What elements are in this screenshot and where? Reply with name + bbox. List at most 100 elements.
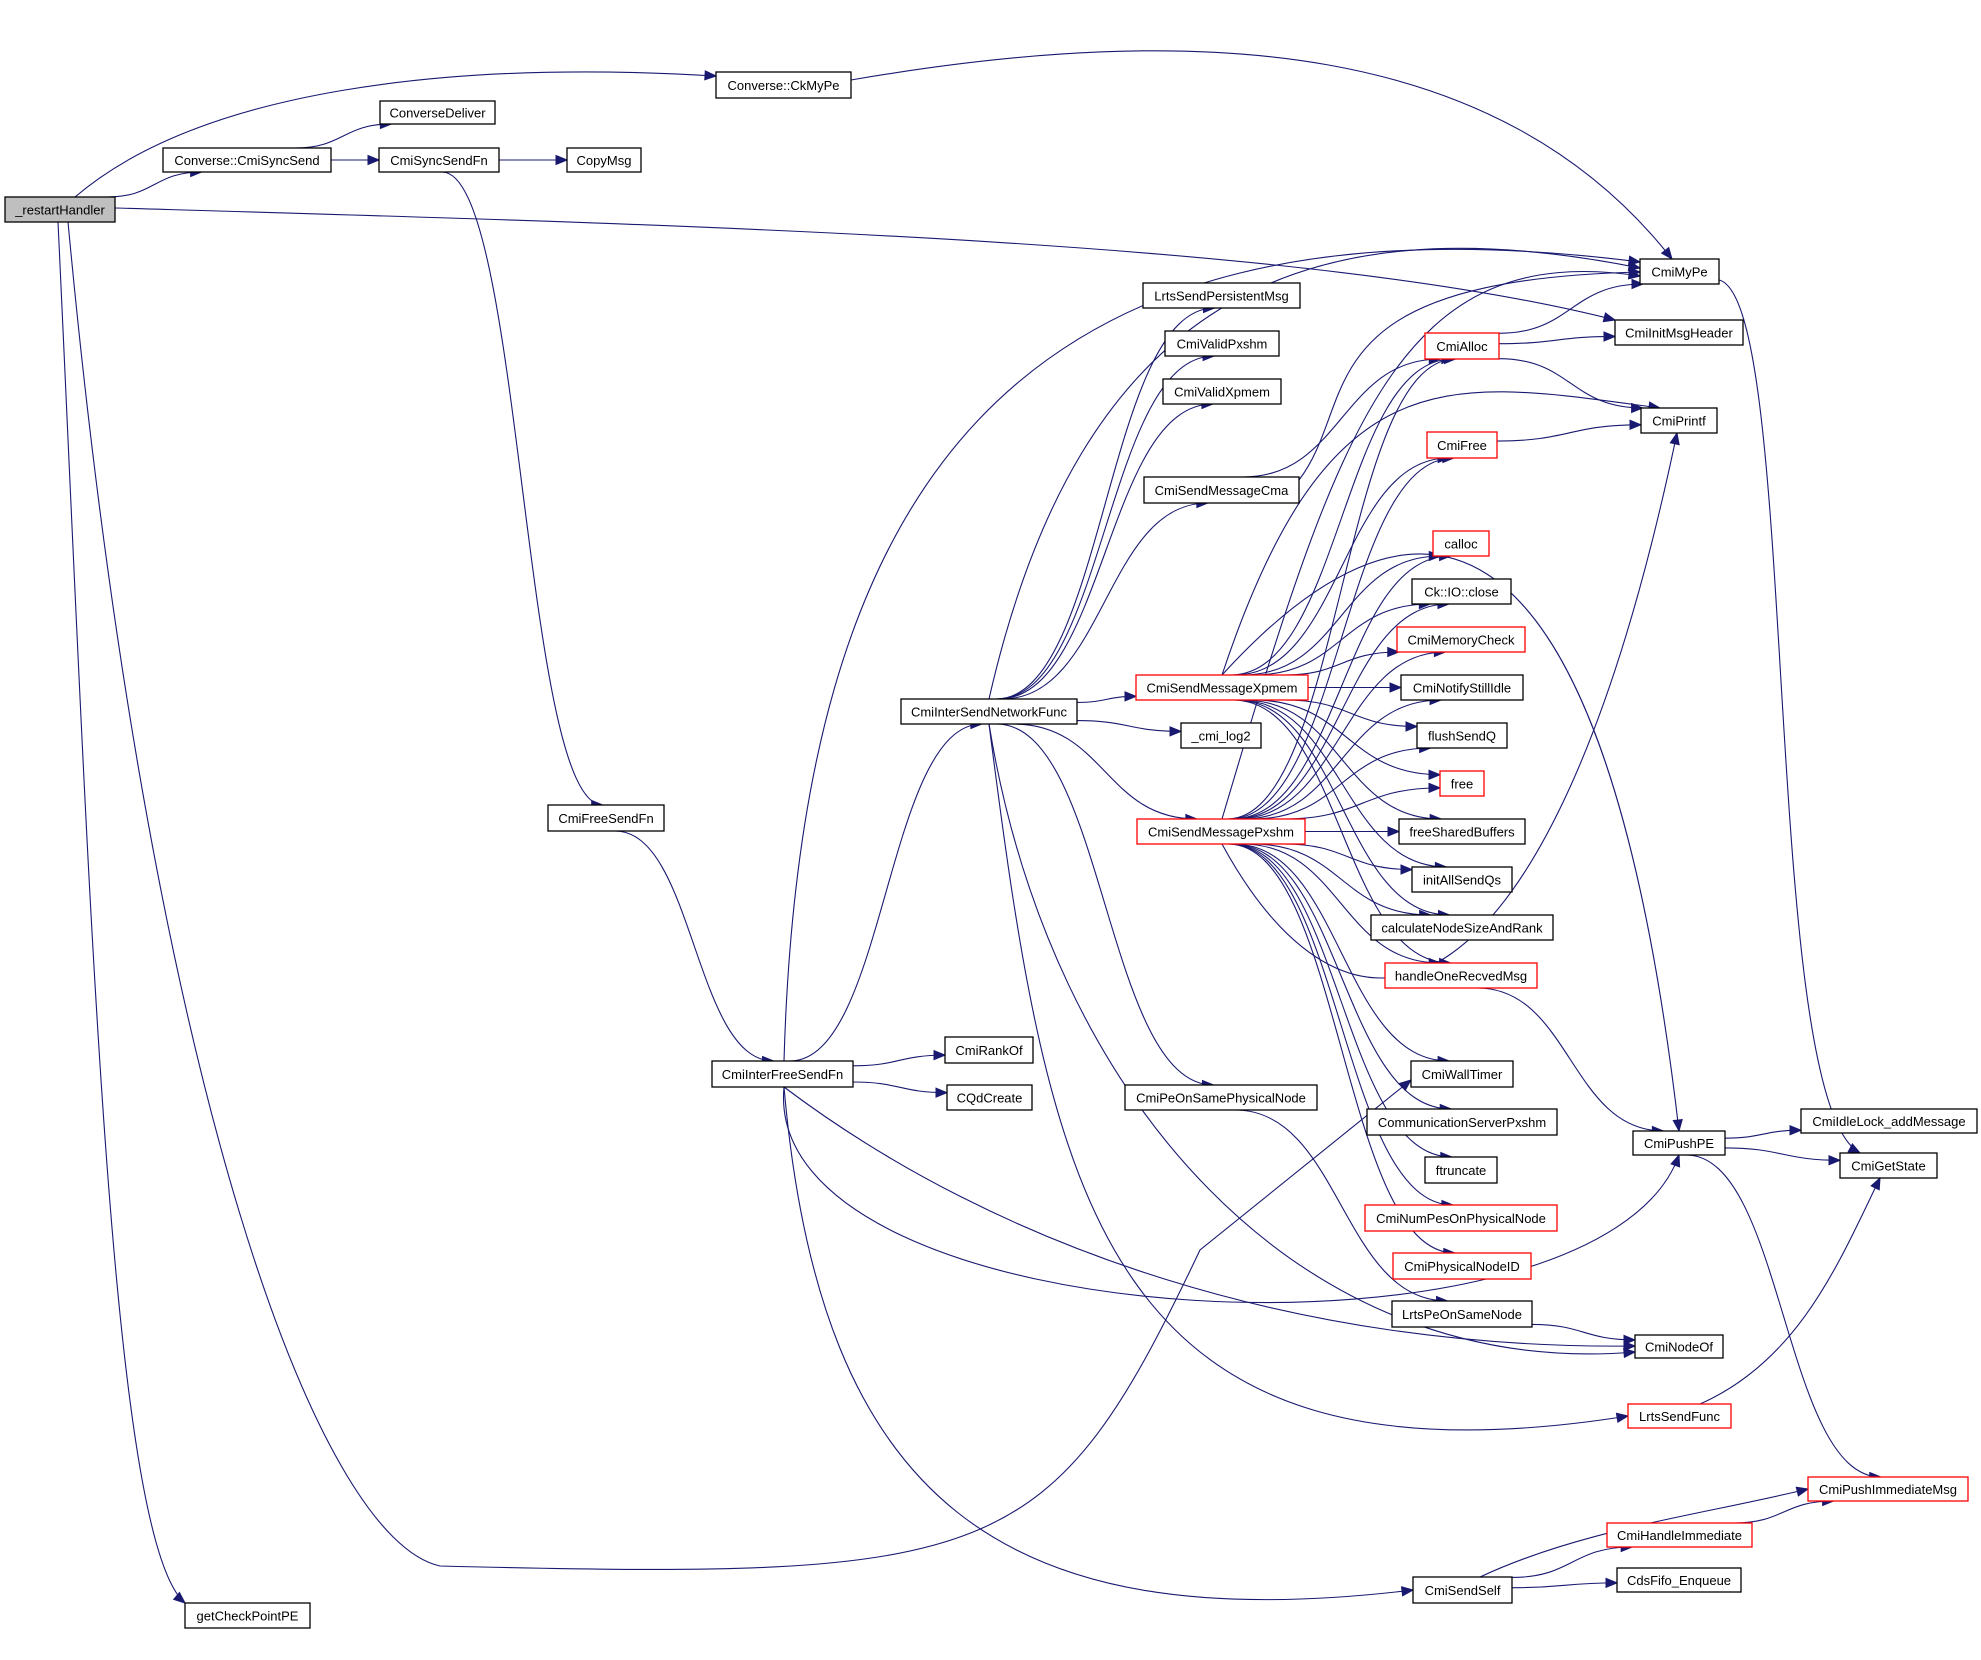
node-box[interactable] (1839, 1152, 1938, 1179)
node-copyMsg[interactable]: CopyMsg (566, 147, 642, 173)
node-box[interactable] (1143, 476, 1300, 504)
node-cqdCreate[interactable]: CQdCreate (946, 1084, 1033, 1111)
node-cmiPeOnSamePhysicalNode[interactable]: CmiPeOnSamePhysicalNode (1124, 1084, 1318, 1111)
node-freeSharedBuffers[interactable]: freeSharedBuffers (1398, 818, 1526, 845)
node-lrtsSendFunc[interactable]: LrtsSendFunc (1627, 1403, 1732, 1429)
node-cmiLog2[interactable]: _cmi_log2 (1180, 722, 1262, 749)
node-cmiFreeSendFn[interactable]: CmiFreeSendFn (547, 804, 665, 832)
node-cmiSendSelf[interactable]: CmiSendSelf (1412, 1576, 1513, 1604)
node-cmiValidXpmem[interactable]: CmiValidXpmem (1162, 378, 1282, 405)
node-box[interactable] (566, 147, 642, 173)
node-cmiNumPesOnPhysicalNode[interactable]: CmiNumPesOnPhysicalNode (1364, 1204, 1558, 1232)
node-cmiPushPE[interactable]: CmiPushPE (1632, 1130, 1726, 1156)
node-box[interactable] (1396, 626, 1526, 653)
node-box[interactable] (1640, 407, 1718, 434)
node-box[interactable] (1800, 1108, 1978, 1134)
node-ckIoClose[interactable]: Ck::IO::close (1411, 578, 1512, 605)
node-box[interactable] (1426, 431, 1498, 459)
node-cmiInterSendNetworkFunc[interactable]: CmiInterSendNetworkFunc (900, 698, 1078, 725)
node-box[interactable] (1400, 674, 1524, 701)
node-cmiMemoryCheck[interactable]: CmiMemoryCheck (1396, 626, 1526, 653)
node-cmiPushImmediateMsg[interactable]: CmiPushImmediateMsg (1807, 1476, 1969, 1502)
node-box[interactable] (1432, 530, 1490, 557)
node-cmiHandleImmediate[interactable]: CmiHandleImmediate (1606, 1522, 1753, 1548)
node-box[interactable] (1391, 1300, 1533, 1328)
node-box[interactable] (1411, 578, 1512, 605)
node-communicationServerPxshm[interactable]: CommunicationServerPxshm (1366, 1108, 1558, 1136)
node-ftruncate[interactable]: ftruncate (1424, 1156, 1498, 1184)
node-cmiSyncSendFn[interactable]: CmiSyncSendFn (378, 147, 500, 173)
node-box[interactable] (547, 804, 665, 832)
node-restartHandler[interactable]: _restartHandler (4, 196, 116, 223)
node-converseDeliver[interactable]: ConverseDeliver (379, 100, 496, 125)
node-cmiRankOf[interactable]: CmiRankOf (944, 1036, 1034, 1064)
node-box[interactable] (1807, 1476, 1969, 1502)
node-box[interactable] (4, 196, 116, 223)
node-lrtsSendPersistentMsg[interactable]: LrtsSendPersistentMsg (1142, 282, 1301, 309)
node-box[interactable] (184, 1602, 311, 1629)
node-cmiSyncSend[interactable]: Converse::CmiSyncSend (162, 147, 332, 173)
node-cmiSendMessageXpmem[interactable]: CmiSendMessageXpmem (1135, 674, 1309, 701)
node-box[interactable] (715, 71, 852, 99)
node-box[interactable] (1632, 1130, 1726, 1156)
node-box[interactable] (1410, 1060, 1514, 1088)
node-box[interactable] (1366, 1108, 1558, 1136)
node-calculateNodeSizeAndRank[interactable]: calculateNodeSizeAndRank (1370, 914, 1554, 941)
node-box[interactable] (1627, 1403, 1732, 1429)
node-box[interactable] (1634, 1334, 1724, 1359)
node-box[interactable] (1412, 1576, 1513, 1604)
node-box[interactable] (944, 1036, 1034, 1064)
node-cmiAlloc[interactable]: CmiAlloc (1424, 332, 1500, 360)
node-box[interactable] (1424, 1156, 1498, 1184)
node-box[interactable] (1364, 1204, 1558, 1232)
node-box[interactable] (711, 1060, 854, 1088)
node-box[interactable] (1411, 866, 1513, 893)
node-lrtsPeOnSameNode[interactable]: LrtsPeOnSameNode (1391, 1300, 1533, 1328)
node-box[interactable] (946, 1084, 1033, 1111)
node-flushSendQ[interactable]: flushSendQ (1416, 722, 1508, 749)
node-box[interactable] (1424, 332, 1500, 360)
node-box[interactable] (1392, 1252, 1532, 1280)
node-initAllSendQs[interactable]: initAllSendQs (1411, 866, 1513, 893)
node-cmiGetState[interactable]: CmiGetState (1839, 1152, 1938, 1179)
node-box[interactable] (1616, 1567, 1742, 1593)
node-cmiIdleLockAddMessage[interactable]: CmiIdleLock_addMessage (1800, 1108, 1978, 1134)
node-cmiSendMessagePxshm[interactable]: CmiSendMessagePxshm (1136, 818, 1306, 845)
node-free[interactable]: free (1439, 770, 1485, 797)
node-cmiWallTimer[interactable]: CmiWallTimer (1410, 1060, 1514, 1088)
node-box[interactable] (162, 147, 332, 173)
node-handleOneRecvedMsg[interactable]: handleOneRecvedMsg (1384, 962, 1538, 989)
node-box[interactable] (1142, 282, 1301, 309)
node-box[interactable] (1164, 330, 1280, 357)
node-cmiPrintf[interactable]: CmiPrintf (1640, 407, 1718, 434)
node-box[interactable] (1124, 1084, 1318, 1111)
node-box[interactable] (378, 147, 500, 173)
node-box[interactable] (1162, 378, 1282, 405)
node-getCheckPointPE[interactable]: getCheckPointPE (184, 1602, 311, 1629)
node-box[interactable] (379, 100, 496, 125)
node-box[interactable] (1614, 319, 1744, 346)
node-cmiValidPxshm[interactable]: CmiValidPxshm (1164, 330, 1280, 357)
node-box[interactable] (1606, 1522, 1753, 1548)
node-cmiPhysicalNodeID[interactable]: CmiPhysicalNodeID (1392, 1252, 1532, 1280)
node-box[interactable] (1439, 770, 1485, 797)
node-calloc[interactable]: calloc (1432, 530, 1490, 557)
node-cmiInitMsgHeader[interactable]: CmiInitMsgHeader (1614, 319, 1744, 346)
node-box[interactable] (1384, 962, 1538, 989)
node-box[interactable] (1136, 818, 1306, 845)
node-cdsFifoEnqueue[interactable]: CdsFifo_Enqueue (1616, 1567, 1742, 1593)
node-cmiSendMessageCma[interactable]: CmiSendMessageCma (1143, 476, 1300, 504)
node-box[interactable] (1135, 674, 1309, 701)
node-cmiNotifyStillIdle[interactable]: CmiNotifyStillIdle (1400, 674, 1524, 701)
node-ckMyPe[interactable]: Converse::CkMyPe (715, 71, 852, 99)
node-box[interactable] (1180, 722, 1262, 749)
node-box[interactable] (1370, 914, 1554, 941)
node-cmiNodeOf[interactable]: CmiNodeOf (1634, 1334, 1724, 1359)
node-box[interactable] (1398, 818, 1526, 845)
node-cmiMyPe[interactable]: CmiMyPe (1639, 258, 1720, 285)
node-cmiFree[interactable]: CmiFree (1426, 431, 1498, 459)
node-box[interactable] (900, 698, 1078, 725)
node-cmiInterFreeSendFn[interactable]: CmiInterFreeSendFn (711, 1060, 854, 1088)
node-box[interactable] (1416, 722, 1508, 749)
node-box[interactable] (1639, 258, 1720, 285)
